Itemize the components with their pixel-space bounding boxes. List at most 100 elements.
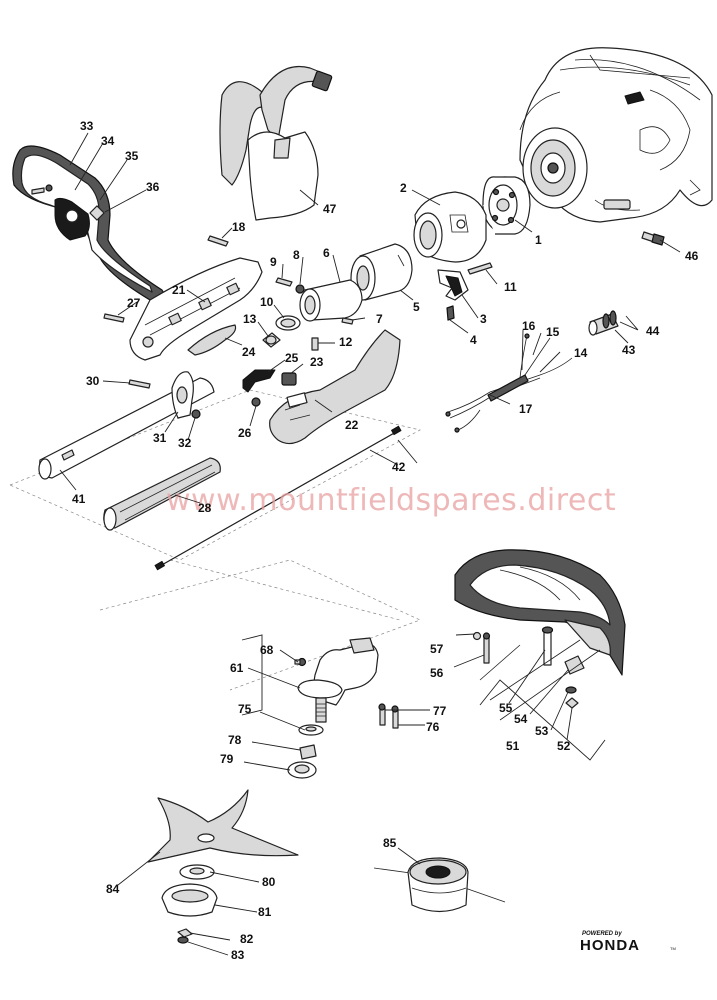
callout-80: 80 (262, 875, 276, 889)
callout-30: 30 (86, 374, 100, 388)
callout-78: 78 (228, 733, 242, 747)
callout-17: 17 (519, 402, 533, 416)
callout-47: 47 (323, 202, 337, 216)
callout-4: 4 (470, 333, 477, 347)
callout-76: 76 (426, 720, 440, 734)
part-trigger (187, 324, 237, 356)
callout-2: 2 (400, 181, 407, 195)
callout-56: 56 (430, 666, 444, 680)
part-washer-80 (179, 864, 215, 880)
callout-85: 85 (383, 836, 397, 850)
part-screw-7 (341, 317, 354, 325)
part-throttle-connector (299, 279, 363, 322)
part-cup-81 (161, 883, 218, 917)
callout-6: 6 (323, 246, 330, 260)
part-screw-18 (207, 235, 229, 247)
callout-14: 14 (574, 346, 588, 360)
callout-43: 43 (622, 343, 636, 357)
callout-81: 81 (258, 905, 272, 919)
screw-77-head (378, 703, 386, 711)
callout-9: 9 (270, 255, 277, 269)
callout-54: 54 (514, 712, 528, 726)
callout-36: 36 (146, 180, 160, 194)
callout-27: 27 (127, 296, 141, 310)
part-gearbox (294, 637, 379, 723)
callout-32: 32 (178, 436, 192, 450)
callout-1: 1 (535, 233, 542, 247)
callout-68: 68 (260, 643, 274, 657)
callout-34: 34 (101, 134, 115, 148)
callout-3: 3 (480, 312, 487, 326)
callout-44: 44 (646, 324, 660, 338)
part-stop-switch (281, 372, 297, 386)
part-throttle-lever (242, 369, 276, 393)
part-nut-82 (177, 928, 193, 938)
part-flange-79 (287, 761, 317, 779)
part-bolt-11 (467, 262, 493, 275)
callout-21: 21 (172, 283, 186, 297)
callout-83: 83 (231, 948, 245, 962)
part-handle-clamp (171, 371, 194, 419)
part-trimmer-head (373, 857, 506, 913)
part-washer-75 (298, 724, 324, 736)
callout-46: 46 (685, 249, 699, 263)
part-wire-harness (445, 333, 573, 433)
callout-numbers: 1 2 3 4 5 6 7 8 9 10 11 12 13 14 15 16 1… (72, 119, 699, 962)
part-spring-26 (251, 397, 261, 407)
part-shoulder-harness (219, 65, 333, 221)
part-screw-27 (103, 313, 125, 323)
callout-25: 25 (285, 351, 299, 365)
callout-35: 35 (125, 149, 139, 163)
part-foam-grip (103, 457, 221, 531)
part-guard (454, 549, 626, 761)
callout-53: 53 (535, 724, 549, 738)
callout-11: 11 (504, 280, 517, 294)
part-spacer-78 (299, 744, 317, 760)
part-clutch-housing (413, 191, 487, 263)
part-fuel-fitting (588, 310, 619, 336)
part-bolt-30 (128, 379, 151, 389)
part-loop-handle (12, 145, 169, 305)
part-bolt-46 (641, 231, 665, 246)
part-screw-76 (392, 709, 399, 729)
callout-33: 33 (80, 119, 94, 133)
part-upper-housing (269, 329, 401, 445)
part-washer-8 (295, 284, 305, 294)
part-drive-cable (154, 425, 402, 571)
part-lower-housing (129, 257, 263, 361)
callout-26: 26 (238, 426, 252, 440)
callout-84: 84 (106, 882, 120, 896)
callout-12: 12 (339, 335, 353, 349)
callout-82: 82 (240, 932, 254, 946)
screw-76-head (391, 705, 399, 713)
honda-brand-logo: POWERED by HONDA TM (580, 931, 676, 954)
part-three-tooth-blade (147, 789, 299, 863)
callout-8: 8 (293, 248, 300, 262)
honda-wordmark: HONDA (580, 937, 640, 954)
callout-55: 55 (499, 701, 513, 715)
callout-75: 75 (238, 702, 252, 716)
callout-10: 10 (260, 295, 274, 309)
callout-57: 57 (430, 642, 444, 656)
callout-22: 22 (345, 418, 359, 432)
callout-41: 41 (72, 492, 86, 506)
callout-16: 16 (522, 319, 536, 333)
engine-assembly (519, 47, 713, 223)
part-nut-13 (262, 332, 281, 348)
part-clutch-hub (482, 176, 531, 235)
callout-79: 79 (220, 752, 234, 766)
callout-7: 7 (376, 312, 383, 326)
trademark-mark: TM (670, 946, 676, 951)
callout-51: 51 (506, 739, 520, 753)
part-screw-9 (275, 277, 293, 287)
part-nut-32 (191, 409, 201, 419)
callout-18: 18 (232, 220, 246, 234)
part-drive-shaft (38, 377, 215, 480)
leader-lines (59, 132, 681, 956)
callout-77: 77 (433, 704, 447, 718)
part-screw-12 (311, 337, 319, 351)
callout-28: 28 (198, 501, 212, 515)
callout-31: 31 (153, 431, 167, 445)
part-nut-83 (177, 936, 189, 944)
